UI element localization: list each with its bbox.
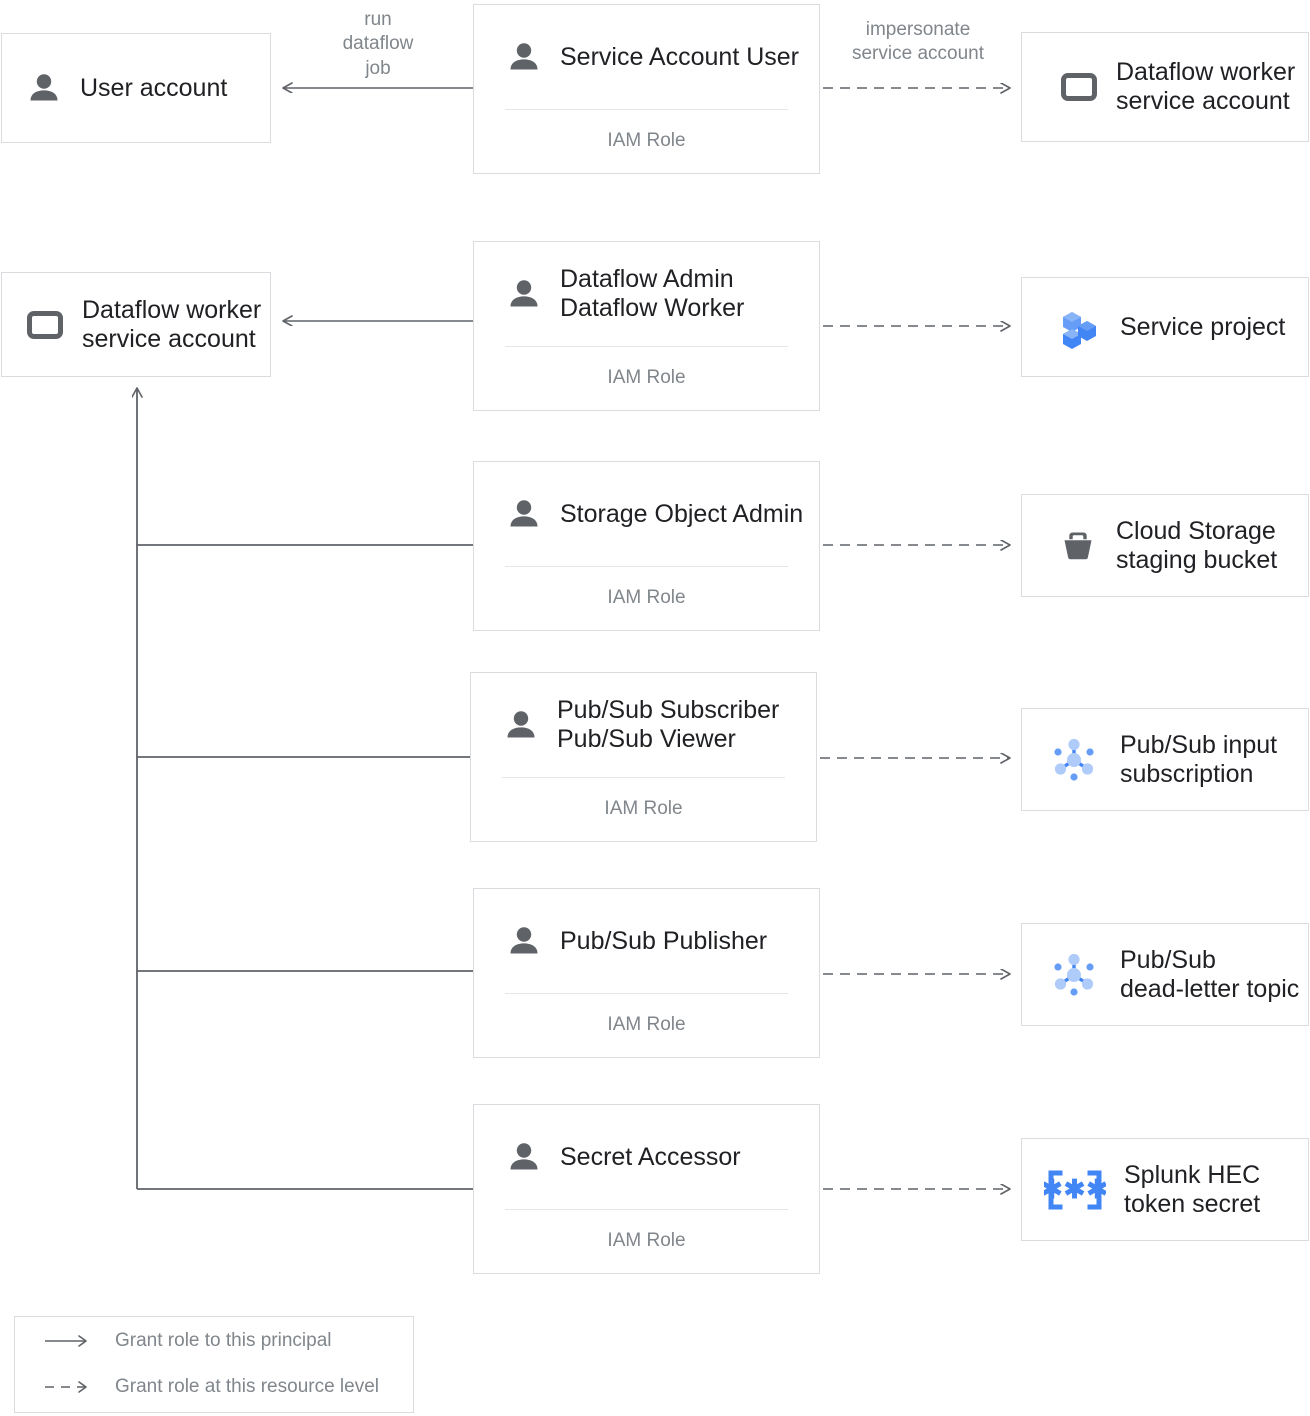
resource-label: Pub/Sub input subscription <box>1120 730 1278 788</box>
role-card-footer: IAM Role <box>474 109 819 173</box>
resource-splunk-hec-token-secret[interactable]: ✱✱✱ Splunk HEC token secret <box>1021 1138 1309 1241</box>
resource-service-project[interactable]: Service project <box>1021 277 1309 377</box>
role-card-header: Dataflow Admin Dataflow Worker <box>474 242 819 346</box>
role-card-header: Storage Object Admin <box>474 462 819 566</box>
iam-role-label: IAM Role <box>607 367 686 389</box>
secret-key-icon: ✱✱✱ <box>1044 1170 1106 1209</box>
entity-label: User account <box>80 73 228 102</box>
pubsub-icon <box>1054 953 1094 996</box>
role-card-divider <box>505 109 788 111</box>
role-card-divider <box>505 566 788 568</box>
resource-pubsub-input-subscription[interactable]: Pub/Sub input subscription <box>1021 708 1309 811</box>
role-card-dataflow-admin-worker[interactable]: Dataflow Admin Dataflow Worker IAM Role <box>473 241 820 411</box>
resource-label: Service project <box>1120 312 1286 341</box>
resource-content: ✱✱✱ Splunk HEC token secret <box>1022 1139 1308 1240</box>
resource-pubsub-dead-letter-topic[interactable]: Pub/Sub dead-letter topic <box>1021 923 1309 1026</box>
iam-role-label: IAM Role <box>607 1230 686 1252</box>
pubsub-icon <box>1054 738 1094 781</box>
resource-label: Pub/Sub dead-letter topic <box>1120 945 1300 1003</box>
edge-label-run-dataflow-job: run dataflow job <box>342 9 414 79</box>
legend: Grant role to this principal Grant role … <box>14 1316 414 1413</box>
role-card-footer: IAM Role <box>471 777 816 841</box>
role-card-storage-object-admin[interactable]: Storage Object Admin IAM Role <box>473 461 820 631</box>
iam-role-label: IAM Role <box>604 798 683 820</box>
resource-dataflow-worker-service-account[interactable]: Dataflow worker service account <box>1021 32 1309 142</box>
iam-role-label: IAM Role <box>607 130 686 152</box>
role-card-divider <box>505 346 788 348</box>
role-card-header: Service Account User <box>474 5 819 109</box>
role-card-roles: Service Account User <box>560 42 799 71</box>
edge-trunk-to-dataflow-worker-sa <box>137 388 473 1190</box>
role-card-divider <box>505 1209 788 1211</box>
role-card-footer: IAM Role <box>474 993 819 1057</box>
iam-role-label: IAM Role <box>607 587 686 609</box>
resource-content: Pub/Sub input subscription <box>1022 709 1308 810</box>
role-card-divider <box>505 993 788 995</box>
resource-content: Dataflow worker service account <box>1022 33 1308 141</box>
role-card-footer: IAM Role <box>474 346 819 410</box>
person-icon <box>510 280 538 307</box>
service-account-icon <box>27 310 63 339</box>
role-card-roles: Storage Object Admin <box>560 499 804 528</box>
project-hexagons-icon <box>1063 312 1096 349</box>
resource-cloud-storage-staging-bucket[interactable]: Cloud Storage staging bucket <box>1021 494 1309 597</box>
legend-item-grant-role-at-resource-level: Grant role at this resource level <box>43 1373 379 1401</box>
resource-label: Dataflow worker service account <box>1116 58 1296 115</box>
person-icon <box>510 43 538 70</box>
resource-content: Service project <box>1022 278 1308 376</box>
role-card-secret-accessor[interactable]: Secret Accessor IAM Role <box>473 1104 820 1274</box>
solid-arrow-icon <box>45 1335 87 1347</box>
legend-label: Grant role at this resource level <box>115 1376 380 1397</box>
role-card-header: Pub/Sub Subscriber Pub/Sub Viewer <box>471 673 816 777</box>
person-icon <box>510 500 538 527</box>
role-card-divider <box>502 777 785 779</box>
iam-role-label: IAM Role <box>607 1014 686 1036</box>
person-icon <box>507 711 535 738</box>
legend-label: Grant role to this principal <box>115 1330 332 1351</box>
role-card-service-account-user[interactable]: Service Account User IAM Role <box>473 4 820 174</box>
role-card-footer: IAM Role <box>474 566 819 630</box>
edge-label-impersonate-service-account: impersonate service account <box>851 19 984 65</box>
role-card-header: Pub/Sub Publisher <box>474 889 819 993</box>
user-account-content: User account <box>2 34 270 142</box>
role-card-roles: Secret Accessor <box>560 1142 741 1171</box>
service-account-icon <box>1061 73 1097 101</box>
role-card-roles: Dataflow Admin Dataflow Worker <box>560 265 745 323</box>
entity-user-account[interactable]: User account <box>1 33 271 143</box>
dashed-arrow-icon <box>45 1381 87 1393</box>
entity-content: Dataflow worker service account <box>2 273 270 376</box>
legend-item-grant-role-to-principal: Grant role to this principal <box>43 1327 332 1355</box>
role-card-roles: Pub/Sub Publisher <box>560 926 768 955</box>
svg-text:✱✱✱: ✱✱✱ <box>1044 1174 1106 1204</box>
role-card-header: Secret Accessor <box>474 1105 819 1209</box>
role-card-pubsub-subscriber-viewer[interactable]: Pub/Sub Subscriber Pub/Sub Viewer IAM Ro… <box>470 672 817 842</box>
resource-label: Splunk HEC token secret <box>1124 1160 1261 1218</box>
role-card-pubsub-publisher[interactable]: Pub/Sub Publisher IAM Role <box>473 888 820 1058</box>
entity-label: Dataflow worker service account <box>82 295 262 353</box>
person-icon <box>30 74 58 101</box>
resource-content: Pub/Sub dead-letter topic <box>1022 924 1308 1025</box>
person-icon <box>510 1143 538 1170</box>
entity-dataflow-worker-service-account[interactable]: Dataflow worker service account <box>1 272 271 377</box>
cloud-storage-bucket-icon <box>1064 532 1092 559</box>
person-icon <box>510 927 538 954</box>
role-card-roles: Pub/Sub Subscriber Pub/Sub Viewer <box>557 696 780 754</box>
resource-label: Cloud Storage staging bucket <box>1116 516 1278 574</box>
role-card-footer: IAM Role <box>474 1209 819 1273</box>
resource-content: Cloud Storage staging bucket <box>1022 495 1308 596</box>
